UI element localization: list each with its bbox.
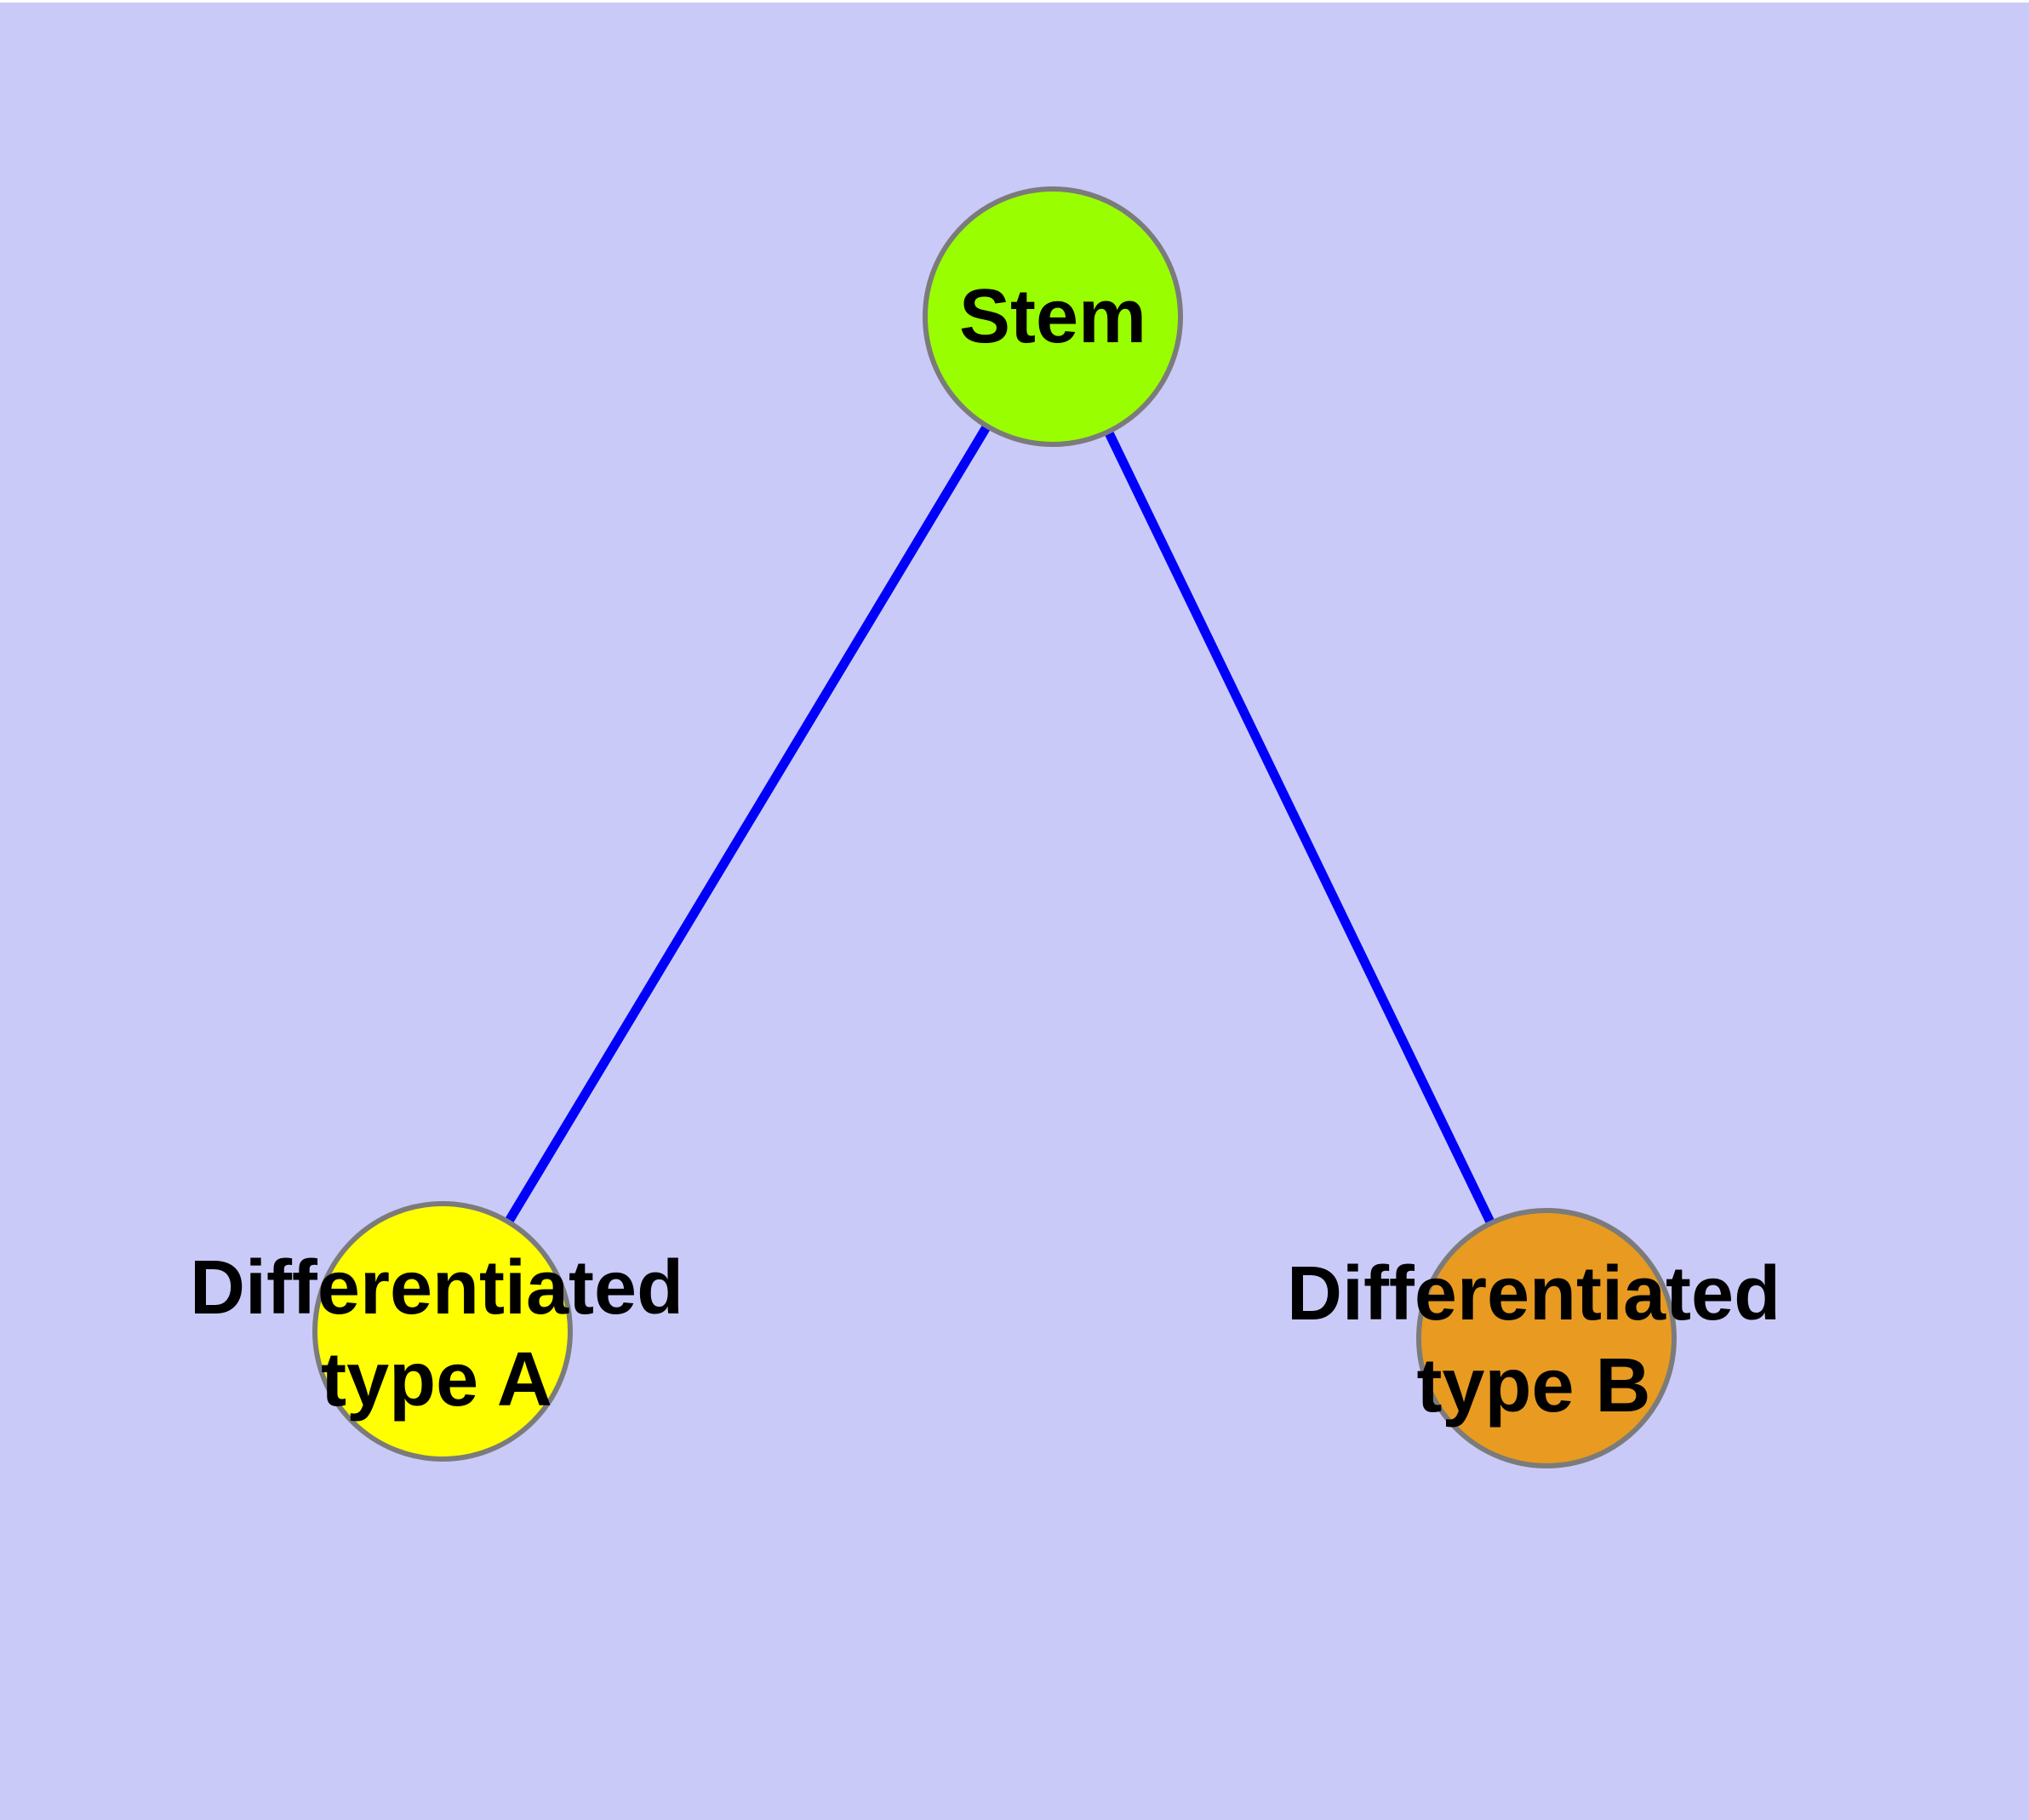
edge-stem-to-type-a bbox=[438, 314, 1057, 1334]
node-differentiated-type-b bbox=[1416, 1208, 1677, 1468]
node-differentiated-type-a bbox=[312, 1201, 573, 1462]
node-stem-label: Stem bbox=[958, 274, 1147, 359]
edge-stem-to-type-b bbox=[1049, 314, 1551, 1341]
top-white-strip bbox=[0, 0, 2029, 3]
node-differentiated-type-a-label: Differentiated type A bbox=[189, 1245, 684, 1422]
node-differentiated-type-b-label: Differentiated type B bbox=[1286, 1251, 1781, 1428]
node-stem bbox=[923, 186, 1183, 447]
